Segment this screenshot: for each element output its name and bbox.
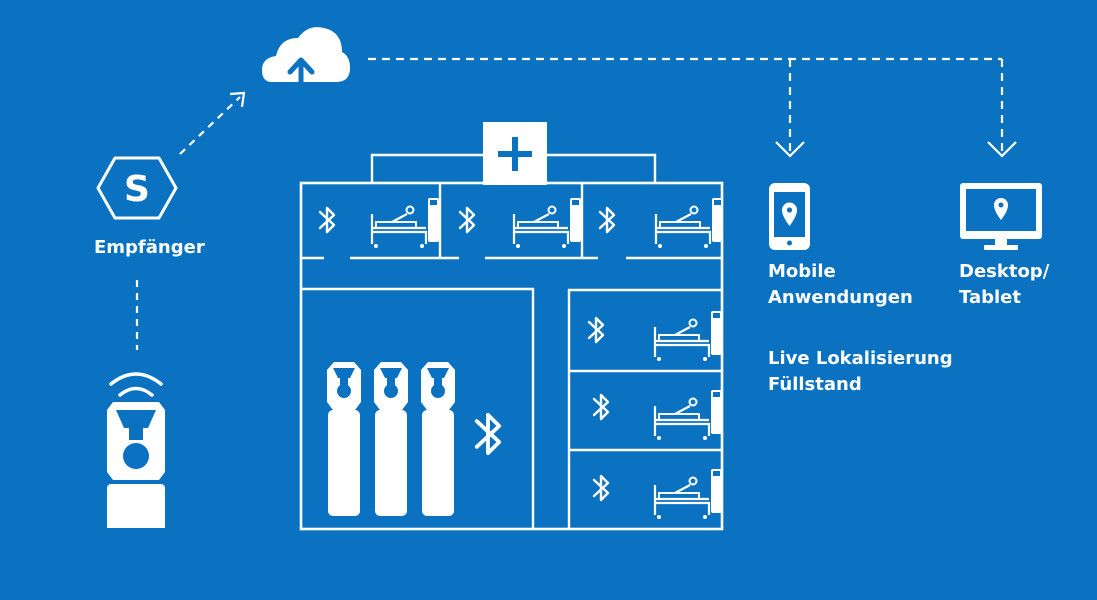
desktop-label-line2: Tablet: [959, 287, 1021, 308]
hospital-bed-icon: [653, 309, 724, 363]
monitor-location-icon: [960, 183, 1042, 250]
hospital-bed-icon: [654, 196, 725, 250]
bluetooth-icon: [458, 206, 476, 234]
receiver-icon: S: [96, 156, 178, 220]
receiver-to-cloud-link: [179, 91, 246, 155]
hospital-bed-icon: [653, 467, 724, 521]
hospital-building: [299, 122, 725, 531]
cloud-upload-icon: [262, 27, 350, 95]
bluetooth-icon: [592, 393, 610, 421]
bluetooth-icon: [598, 206, 616, 234]
feature-label-line2: Füllstand: [768, 374, 862, 395]
mobile-label-line1: Mobile: [768, 261, 836, 282]
svg-text:S: S: [124, 169, 150, 210]
hospital-cross-icon: [483, 122, 547, 185]
mobile-label-line2: Anwendungen: [768, 287, 913, 308]
gas-cylinder-icon: [374, 362, 408, 516]
cloud-to-devices-link: [368, 57, 1017, 158]
gas-cylinder-icon: [327, 362, 361, 516]
bluetooth-icon: [474, 412, 502, 456]
receiver-label: Empfänger: [94, 237, 205, 258]
desktop-label-line1: Desktop/: [959, 261, 1050, 282]
hospital-bed-icon: [370, 196, 441, 250]
smartphone-location-icon: [769, 183, 810, 250]
bluetooth-icon: [587, 316, 605, 344]
bluetooth-icon: [592, 474, 610, 502]
feature-label-line1: Live Lokalisierung: [768, 348, 953, 369]
hospital-bed-icon: [653, 388, 724, 442]
hospital-bed-icon: [512, 196, 583, 250]
bluetooth-icon: [318, 206, 336, 234]
gas-cylinder-tracker-icon: [107, 372, 165, 528]
gas-cylinder-icon: [421, 362, 455, 516]
